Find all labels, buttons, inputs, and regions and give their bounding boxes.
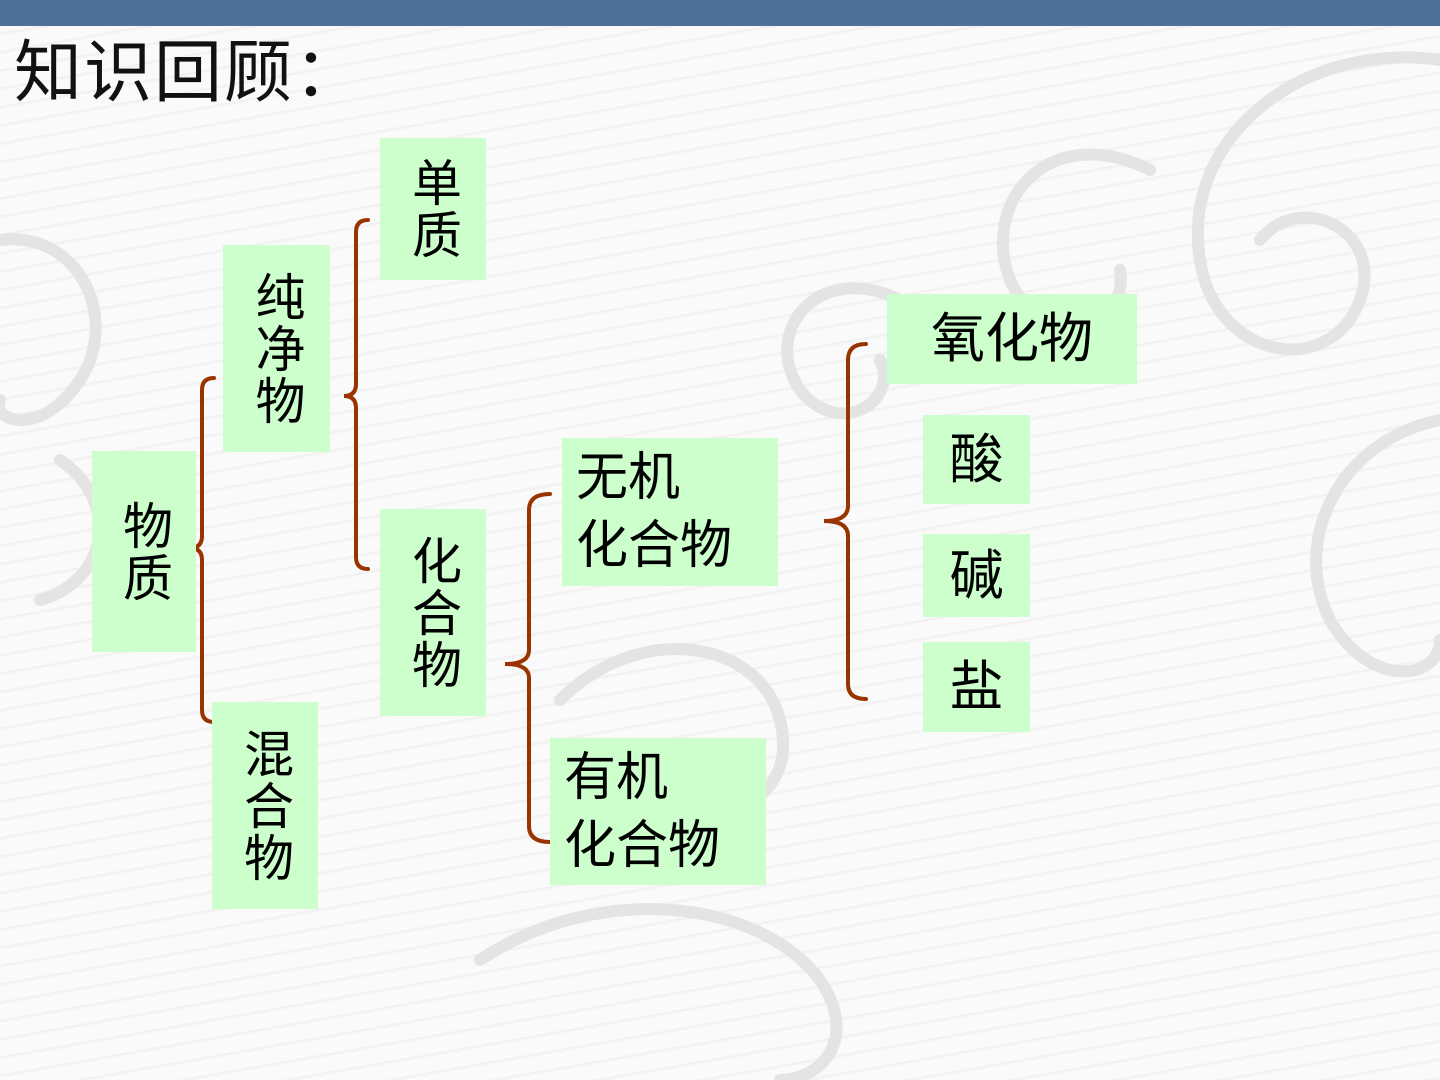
node-inorganic-compound: 无机 化合物 [562,438,778,586]
node-element: 单质 [380,138,486,280]
node-salt: 盐 [923,642,1030,732]
node-oxide: 氧化物 [887,294,1137,384]
node-pure-substance: 纯净物 [223,245,330,452]
node-substance: 物质 [92,451,196,652]
node-acid: 酸 [923,415,1030,504]
page-title: 知识回顾： [14,34,365,113]
bracket-pure [343,218,370,571]
top-bar [0,0,1440,26]
node-base: 碱 [923,534,1030,617]
node-mixture: 混合物 [212,702,318,909]
node-organic-compound: 有机 化合物 [550,738,766,885]
node-compound: 化合物 [380,509,486,716]
bracket-inorganic [823,342,868,701]
bracket-compound [504,492,552,844]
